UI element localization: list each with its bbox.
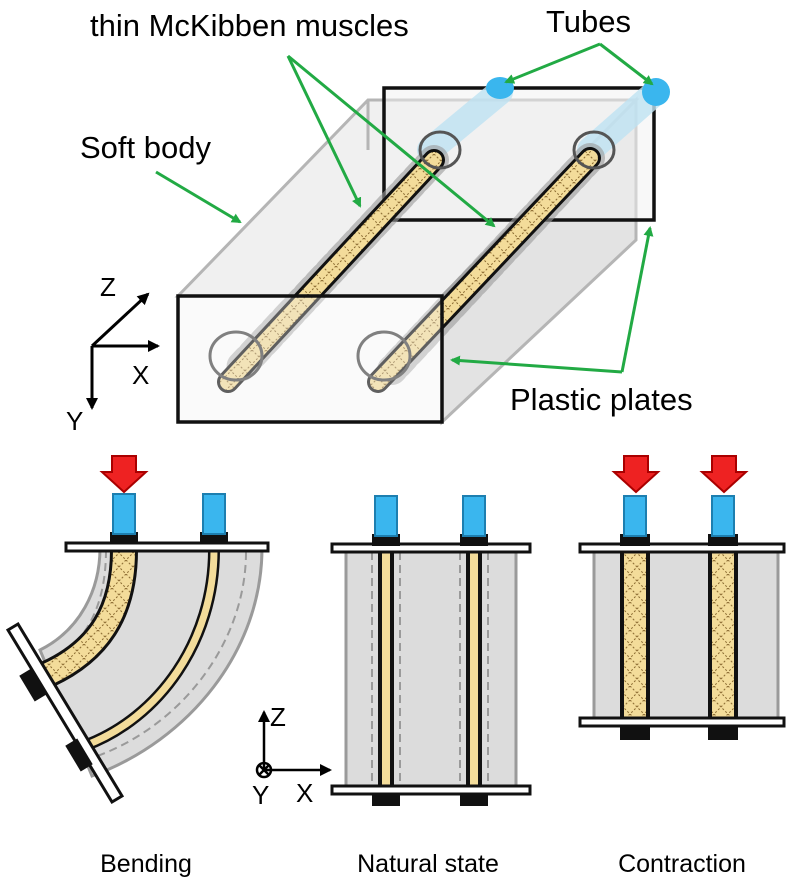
axis-z-2d: Z	[270, 702, 286, 732]
contraction-view	[578, 455, 786, 740]
caption-bending: Bending	[100, 850, 192, 878]
muscle-3d-left	[208, 130, 462, 393]
muscle-3d-right	[356, 130, 616, 393]
front-plastic-plate	[176, 294, 444, 424]
caption-natural: Natural state	[357, 850, 499, 878]
muscles-label: thin McKibben muscles	[90, 8, 409, 43]
caption-contraction: Contraction	[618, 850, 746, 878]
axis-triad-3d	[86, 292, 160, 410]
axis-y-2d: Y	[252, 780, 269, 810]
axis-x-2d: X	[296, 778, 313, 808]
axis-triad-2d	[255, 710, 332, 779]
soft-body-label: Soft body	[80, 130, 211, 165]
natural-state-view	[330, 495, 532, 806]
bending-view	[5, 455, 270, 805]
axis-x-3d: X	[132, 360, 149, 390]
tubes-label: Tubes	[546, 4, 631, 39]
leader-arrows	[155, 42, 654, 374]
plastic-plates-label: Plastic plates	[510, 382, 693, 417]
axis-z-3d: Z	[100, 272, 116, 302]
axis-y-3d: Y	[66, 406, 83, 436]
